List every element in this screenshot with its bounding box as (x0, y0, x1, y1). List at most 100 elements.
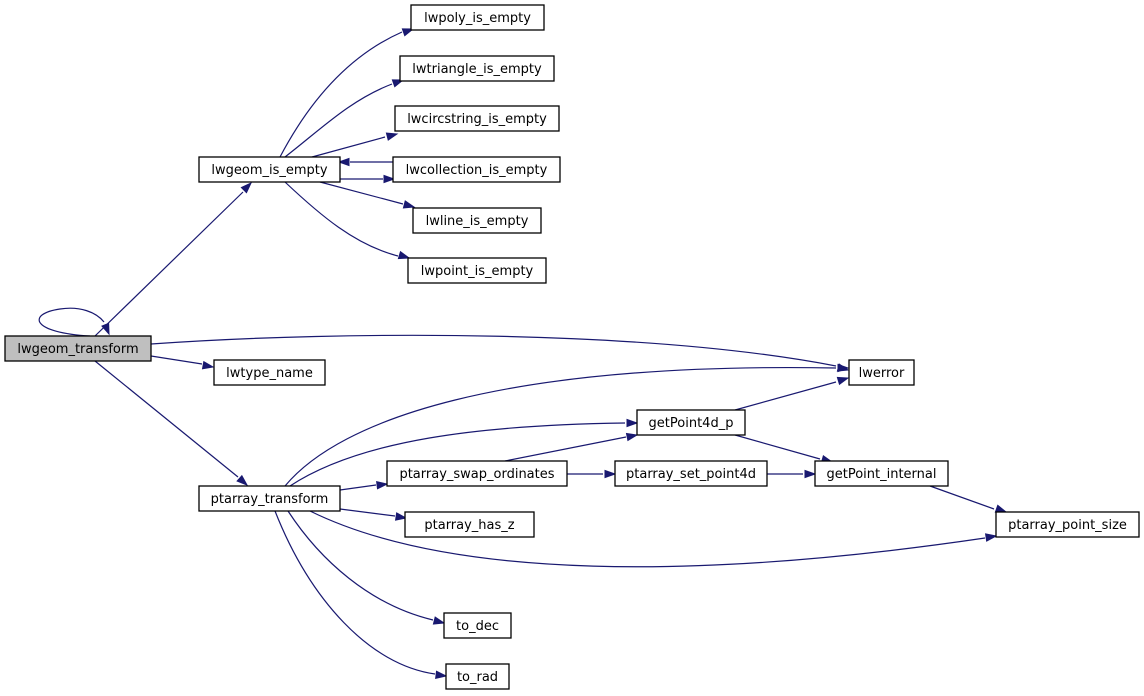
edge-ptarray_transform-to-lwerror (284, 363, 850, 487)
node-label: ptarray_transform (211, 492, 329, 507)
edge-line (274, 510, 436, 675)
node-box[interactable] (443, 612, 512, 639)
edge-getPoint4d_p-to-getPoint_internal (734, 434, 834, 464)
node-box[interactable] (814, 460, 949, 487)
edge-ptarray_transform-to-getPoint4d_p (289, 418, 639, 487)
edge-getPoint4d_p-to-lwerror (734, 376, 850, 411)
edge-lwgeom_transform-to-lwgeom_is_empty (94, 181, 253, 337)
node-box[interactable] (404, 511, 535, 538)
edge-line (309, 510, 986, 568)
node-ptarray-set-point4d[interactable]: ptarray_set_point4d (614, 460, 768, 487)
node-box[interactable] (410, 4, 545, 31)
edge-line (319, 181, 404, 205)
node-lwcollection-is-empty[interactable]: lwcollection_is_empty (392, 156, 561, 183)
edge-getPoint_internal-to-ptarray_point_size (929, 485, 1008, 513)
edges-layer (38, 28, 1008, 680)
arrowhead-icon (836, 376, 850, 386)
node-to-dec[interactable]: to_dec (443, 612, 512, 639)
edge-line (284, 181, 399, 257)
node-label: lwtriangle_is_empty (412, 62, 542, 77)
edge-line (289, 422, 626, 487)
edge-line (150, 355, 203, 365)
node-lwgeom-transform[interactable]: lwgeom_transform (4, 335, 152, 362)
arrowhead-icon (626, 418, 639, 428)
node-lwline-is-empty[interactable]: lwline_is_empty (412, 207, 542, 234)
node-box[interactable] (198, 156, 341, 183)
node-box[interactable] (407, 257, 547, 284)
node-ptarray-point-size[interactable]: ptarray_point_size (995, 511, 1140, 538)
edge-line (339, 508, 396, 517)
edge-lwcollection_is_empty-to-lwgeom_is_empty (337, 157, 393, 167)
edge-ptarray_transform-to-to_dec (287, 510, 446, 625)
node-label: ptarray_has_z (424, 518, 514, 533)
node-ptarray-transform[interactable]: ptarray_transform (198, 485, 341, 512)
node-label: ptarray_set_point4d (626, 467, 756, 482)
node-ptarray-swap-ordinates[interactable]: ptarray_swap_ordinates (386, 460, 568, 487)
node-box[interactable] (636, 409, 746, 436)
node-box[interactable] (412, 207, 542, 234)
node-box[interactable] (995, 511, 1140, 538)
node-box[interactable] (394, 105, 560, 132)
arrowhead-icon (402, 200, 416, 209)
edge-lwgeom_transform-to-ptarray_transform (94, 360, 249, 486)
arrowhead-icon (432, 616, 446, 625)
node-label: lwgeom_is_empty (211, 163, 328, 178)
edge-ptarray_transform-to-ptarray_point_size (309, 510, 998, 568)
arrowhead-icon (376, 480, 389, 490)
edge-line (287, 510, 434, 621)
edge-line (311, 136, 386, 158)
edge-ptarray_set_point4d-to-getPoint_internal (767, 469, 817, 479)
edge-ptarray_transform-to-ptarray_has_z (339, 508, 408, 521)
node-box[interactable] (445, 663, 510, 690)
node-label: getPoint4d_p (649, 416, 734, 431)
arrowhead-icon (337, 157, 350, 167)
arrowhead-icon (201, 360, 215, 370)
node-lwpoly-is-empty[interactable]: lwpoly_is_empty (410, 4, 545, 31)
edge-lwgeom_is_empty-to-lwcircstring_is_empty (311, 132, 399, 158)
edge-line (279, 31, 403, 158)
node-lwgeom-is-empty[interactable]: lwgeom_is_empty (198, 156, 341, 183)
node-lwtype-name[interactable]: lwtype_name (213, 359, 326, 386)
node-lwpoint-is-empty[interactable]: lwpoint_is_empty (407, 257, 547, 284)
node-box[interactable] (213, 359, 326, 386)
edge-line (94, 191, 244, 337)
node-box[interactable] (399, 55, 555, 82)
node-label: lwpoly_is_empty (424, 11, 531, 26)
arrowhead-icon (385, 132, 399, 141)
edge-ptarray_swap_ordinates-to-ptarray_set_point4d (567, 469, 617, 479)
edge-lwgeom_transform-to-lwtype_name (150, 355, 215, 370)
node-box[interactable] (198, 485, 341, 512)
node-getPoint4d-p[interactable]: getPoint4d_p (636, 409, 746, 436)
arrowhead-icon (435, 670, 448, 680)
edge-ptarray_transform-to-to_rad (274, 510, 448, 680)
arrowhead-icon (101, 322, 110, 336)
node-box[interactable] (848, 359, 915, 386)
edge-ptarray_transform-to-ptarray_swap_ordinates (339, 480, 389, 491)
node-label: to_dec (456, 619, 499, 634)
node-box[interactable] (392, 156, 561, 183)
edge-line (150, 334, 837, 367)
arrowhead-icon (383, 174, 396, 184)
node-label: lwline_is_empty (426, 214, 529, 229)
edge-line (38, 307, 105, 337)
arrowhead-icon (625, 432, 639, 442)
node-label: lwtype_name (226, 366, 313, 381)
node-getPoint-internal[interactable]: getPoint_internal (814, 460, 949, 487)
node-box[interactable] (4, 335, 152, 362)
node-lwcircstring-is-empty[interactable]: lwcircstring_is_empty (394, 105, 560, 132)
node-label: lwgeom_transform (17, 342, 138, 357)
node-ptarray-has-z[interactable]: ptarray_has_z (404, 511, 535, 538)
node-to-rad[interactable]: to_rad (445, 663, 510, 690)
node-label: ptarray_swap_ordinates (399, 467, 554, 482)
node-box[interactable] (386, 460, 568, 487)
node-label: ptarray_point_size (1008, 518, 1127, 533)
edge-lwgeom_is_empty-to-lwpoint_is_empty (284, 181, 411, 260)
arrowhead-icon (240, 181, 253, 194)
node-box[interactable] (614, 460, 768, 487)
node-lwerror[interactable]: lwerror (848, 359, 915, 386)
node-lwtriangle-is-empty[interactable]: lwtriangle_is_empty (399, 55, 555, 82)
edge-lwgeom_is_empty-to-lwline_is_empty (319, 181, 416, 209)
edge-line (284, 366, 837, 487)
